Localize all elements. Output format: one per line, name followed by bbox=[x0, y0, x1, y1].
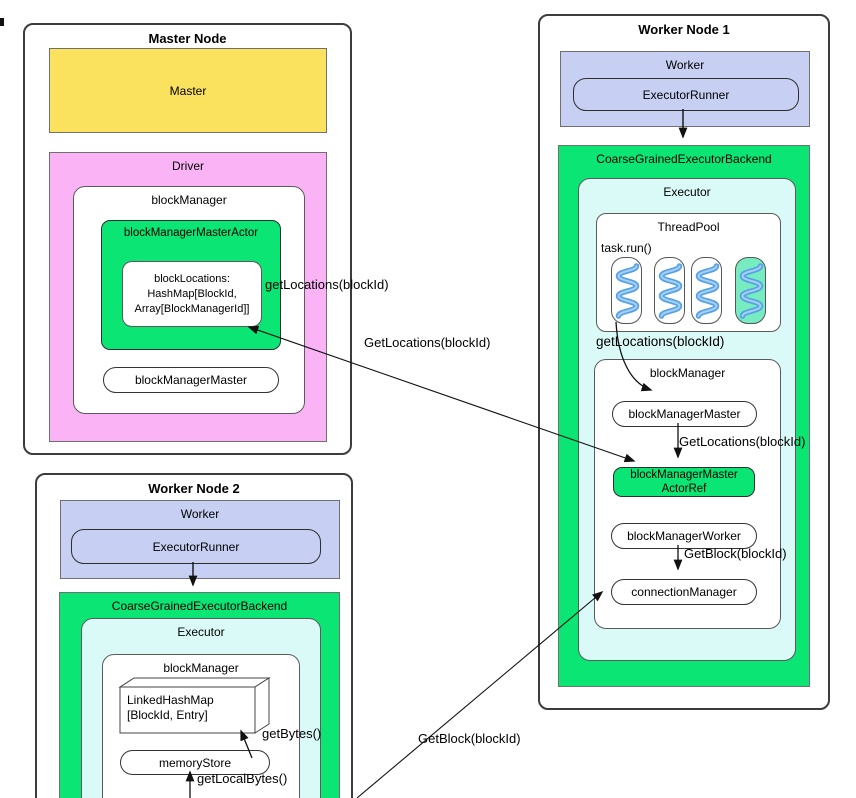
w2-backend-box: CoarseGrainedExecutorBackend Executor bl… bbox=[59, 592, 340, 798]
msg-getbytes: getBytes() bbox=[262, 726, 322, 741]
w1-executorrunner-label: ExecutorRunner bbox=[642, 87, 730, 102]
w1-blockmanagermaster-pill: blockManagerMaster bbox=[612, 401, 757, 427]
linkedhashmap-line-1: LinkedHashMap bbox=[127, 693, 214, 707]
thread-capsule-3 bbox=[691, 257, 722, 324]
master-blockmanager-box: blockManager blockManagerMasterActor blo… bbox=[73, 186, 305, 414]
worker-node-2-box: Worker Node 2 Worker ExecutorRunner Coar… bbox=[35, 473, 353, 798]
linkedhashmap-text: LinkedHashMap [BlockId, Entry] bbox=[127, 693, 214, 723]
w2-executorrunner-pill: ExecutorRunner bbox=[71, 529, 321, 564]
w2-backend-label: CoarseGrainedExecutorBackend bbox=[111, 599, 288, 613]
blockmanager-master-actor-label: blockManagerMasterActor bbox=[123, 227, 259, 239]
thread-capsule-2 bbox=[654, 257, 685, 324]
w2-blockmanager-label: blockManager bbox=[163, 661, 239, 675]
master-node-title: Master Node bbox=[148, 31, 227, 46]
thread-squiggle-icon bbox=[658, 263, 683, 319]
w1-threadpool-label: ThreadPool bbox=[657, 220, 720, 234]
thread-capsule-4-active bbox=[735, 257, 766, 324]
w2-worker-box: Worker ExecutorRunner bbox=[60, 500, 340, 579]
edge-artifact bbox=[0, 18, 4, 26]
w1-threadpool-box: ThreadPool task.run() bbox=[596, 213, 781, 332]
msg-getlocations-worker1: getLocations(blockId) bbox=[596, 334, 725, 349]
thread-squiggle-icon bbox=[739, 263, 764, 319]
driver-box: Driver blockManager blockManagerMasterAc… bbox=[49, 152, 327, 442]
w1-connectionmanager-pill: connectionManager bbox=[611, 579, 757, 605]
w2-memorystore-label: memoryStore bbox=[158, 755, 232, 770]
msg-GetLocations-worker1: GetLocations(blockId) bbox=[679, 434, 806, 449]
thread-squiggle-icon bbox=[615, 263, 640, 319]
master-blockmanagermaster-label: blockManagerMaster bbox=[134, 373, 248, 387]
master-process-label: Master bbox=[169, 83, 207, 98]
worker-node-1-title: Worker Node 1 bbox=[638, 22, 730, 37]
w2-executor-label: Executor bbox=[177, 625, 225, 639]
driver-label: Driver bbox=[172, 159, 204, 173]
blocklocations-line-3: Array[BlockManagerId]] bbox=[134, 302, 250, 315]
w1-backend-box: CoarseGrainedExecutorBackend Executor Th… bbox=[558, 145, 810, 687]
master-blockmanagermaster-pill: blockManagerMaster bbox=[103, 367, 279, 393]
w2-executorrunner-label: ExecutorRunner bbox=[152, 539, 240, 554]
msg-GetLocations-master: GetLocations(blockId) bbox=[364, 335, 491, 350]
master-blockmanager-label: blockManager bbox=[151, 193, 227, 207]
w1-blockmanager-label: blockManager bbox=[649, 366, 726, 380]
w1-actorref-line-2: ActorRef bbox=[661, 483, 707, 495]
w1-executorrunner-pill: ExecutorRunner bbox=[573, 78, 799, 111]
w1-executor-box: Executor ThreadPool task.run() bbox=[578, 178, 796, 661]
blocklocations-line-1: blockLocations: bbox=[154, 272, 230, 285]
w1-connectionmanager-label: connectionManager bbox=[631, 585, 737, 599]
w1-actorref-box: blockManagerMaster ActorRef bbox=[613, 467, 755, 497]
w1-worker-box: Worker ExecutorRunner bbox=[560, 51, 810, 127]
worker-node-2-title: Worker Node 2 bbox=[148, 481, 240, 496]
w1-actorref-line-1: blockManagerMaster bbox=[630, 469, 738, 481]
w2-worker-label: Worker bbox=[180, 507, 220, 521]
w1-blockmanagerworker-label: blockManagerWorker bbox=[627, 529, 741, 543]
w1-worker-label: Worker bbox=[665, 58, 705, 72]
master-node-box: Master Node Master Driver blockManager b… bbox=[23, 23, 352, 455]
blockmanager-master-actor-box: blockManagerMasterActor blockLocations: … bbox=[101, 220, 281, 350]
w1-backend-label: CoarseGrainedExecutorBackend bbox=[596, 152, 772, 166]
msg-getblock-worker1: GetBlock(blockId) bbox=[684, 546, 787, 561]
thread-capsule-1 bbox=[611, 257, 642, 324]
w2-executor-box: Executor blockManager LinkedHashMap [Blo… bbox=[81, 618, 321, 798]
w1-blockmanager-box: blockManager blockManagerMaster blockMan… bbox=[594, 359, 781, 629]
master-process-box: Master bbox=[49, 48, 327, 133]
msg-getblock-middle: GetBlock(blockId) bbox=[418, 731, 521, 746]
linkedhashmap-line-2: [BlockId, Entry] bbox=[127, 708, 208, 722]
thread-squiggle-icon bbox=[695, 263, 720, 319]
msg-getlocalbytes: getLocalBytes() bbox=[197, 771, 288, 786]
w1-blockmanagermaster-label: blockManagerMaster bbox=[628, 407, 741, 421]
blocklocations-box: blockLocations: HashMap[BlockId, Array[B… bbox=[122, 261, 262, 327]
w1-executor-label: Executor bbox=[663, 185, 711, 199]
blocklocations-line-2: HashMap[BlockId, bbox=[147, 287, 237, 300]
msg-getlocations-master: getLocations(blockId) bbox=[265, 277, 389, 292]
worker-node-1-box: Worker Node 1 Worker ExecutorRunner Coar… bbox=[538, 14, 830, 710]
w1-blockmanagerworker-pill: blockManagerWorker bbox=[611, 523, 757, 549]
w1-taskrun-label: task.run() bbox=[601, 241, 652, 255]
linkedhashmap-3d-box bbox=[118, 677, 271, 734]
w2-blockmanager-box: blockManager LinkedHashMap [BlockId, Ent… bbox=[102, 654, 300, 798]
